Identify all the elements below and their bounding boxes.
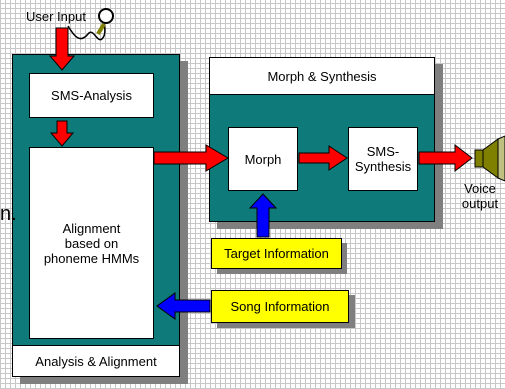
alignment-box: Alignment based on phoneme HMMs bbox=[29, 147, 154, 339]
morph-label: Morph bbox=[244, 151, 282, 167]
voice-output-line-2: output bbox=[461, 196, 499, 211]
morph-panel-label: Morph & Synthesis bbox=[267, 68, 377, 84]
arrow-user-input bbox=[48, 27, 76, 71]
sms-analysis-label: SMS-Analysis bbox=[51, 88, 132, 103]
alignment-line-2: based on bbox=[64, 235, 119, 251]
song-information-box: Song Information bbox=[211, 290, 349, 323]
arrow-alignment-to-morph bbox=[153, 144, 229, 172]
sms-analysis-box: SMS-Analysis bbox=[29, 73, 154, 118]
song-information-label: Song Information bbox=[230, 299, 330, 314]
analysis-panel-label-box: Analysis & Alignment bbox=[12, 345, 180, 377]
arrow-song-to-alignment bbox=[156, 292, 211, 320]
target-information-label: Target Information bbox=[224, 246, 329, 261]
voice-output-label: Voice output bbox=[455, 181, 505, 211]
user-input-label: User Input bbox=[26, 9, 86, 24]
voice-output-line-1: Voice bbox=[464, 181, 496, 196]
alignment-line-3: phoneme HMMs bbox=[43, 250, 140, 266]
alignment-line-1: Alignment bbox=[62, 220, 121, 236]
arrow-target-to-morph bbox=[248, 193, 278, 238]
sms-synthesis-box: SMS- Synthesis bbox=[348, 127, 418, 191]
morph-panel-header: Morph & Synthesis bbox=[209, 57, 435, 95]
fragment-text: n. bbox=[0, 203, 17, 225]
speaker-icon bbox=[474, 135, 505, 182]
morph-box: Morph bbox=[228, 127, 298, 191]
sms-synthesis-line-2: Synthesis bbox=[354, 159, 412, 174]
target-information-box: Target Information bbox=[211, 238, 342, 269]
sms-synthesis-line-1: SMS- bbox=[366, 144, 400, 159]
arrow-analysis-to-alignment bbox=[49, 120, 75, 147]
arrow-synthesis-to-voice bbox=[418, 143, 473, 173]
analysis-panel-label: Analysis & Alignment bbox=[35, 353, 157, 369]
arrow-morph-to-synthesis bbox=[298, 145, 348, 171]
microphone-icon bbox=[67, 8, 114, 41]
